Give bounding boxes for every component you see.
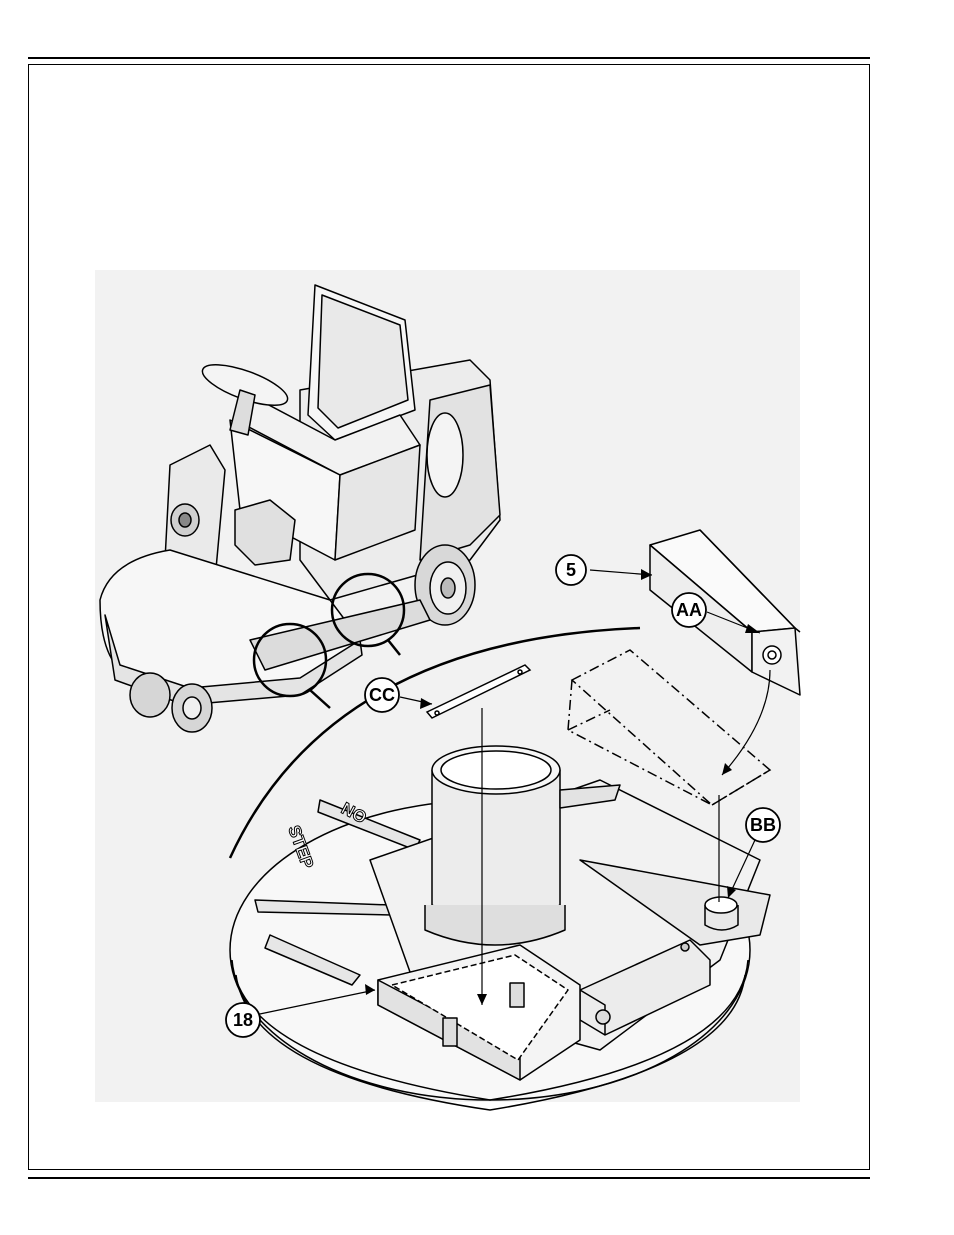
callout-cc: CC xyxy=(365,678,399,712)
callout-cc-label: CC xyxy=(369,685,395,705)
callout-aa: AA xyxy=(672,593,706,627)
callout-5-label: 5 xyxy=(566,560,576,580)
callout-bb-label: BB xyxy=(750,815,776,835)
callout-aa-label: AA xyxy=(676,600,702,620)
callout-18-label: 18 xyxy=(233,1010,253,1030)
callout-bb: BB xyxy=(746,808,780,842)
callout-18: 18 xyxy=(226,1003,260,1037)
callout-5: 5 xyxy=(556,555,586,585)
